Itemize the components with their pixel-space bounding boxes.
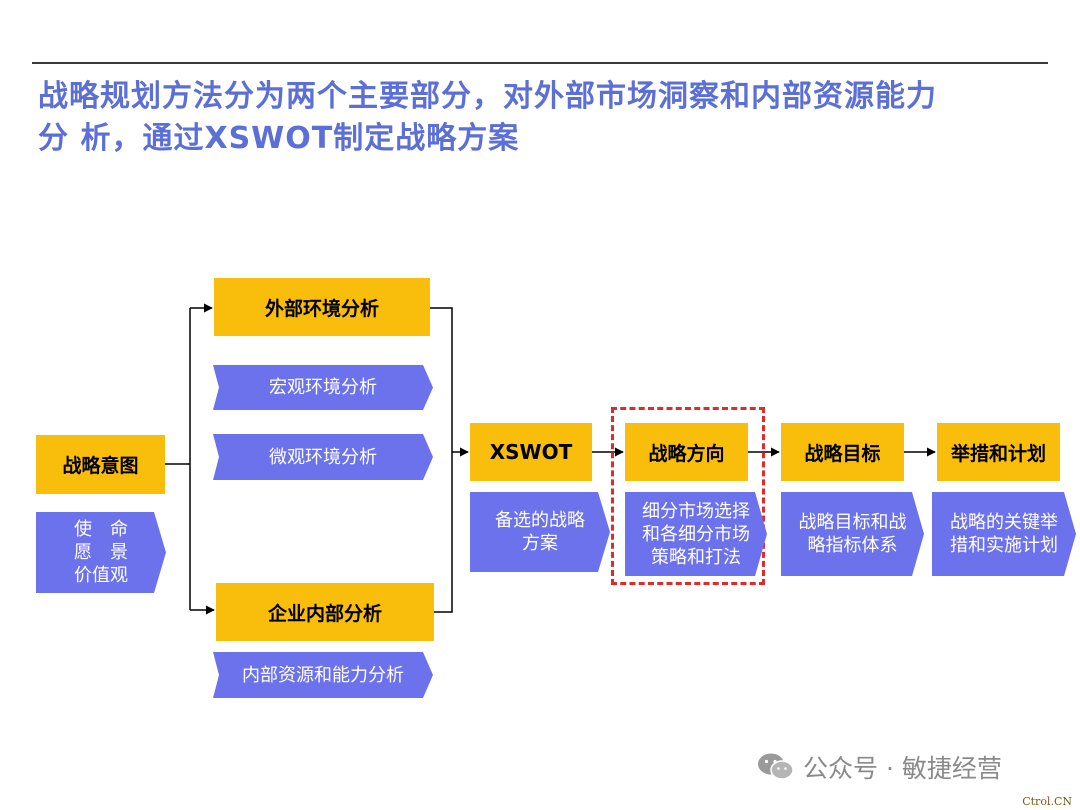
title-line-2: 分 析，通过XSWOT制定战略方案 (38, 121, 520, 156)
vision-label: 愿 景 (74, 542, 128, 563)
wechat-icon (758, 753, 794, 780)
direction-sub-line-1: 细分市场选择 (642, 500, 750, 522)
macro-environment-shape: 宏观环境分析 (213, 365, 433, 410)
micro-environment-shape: 微观环境分析 (213, 434, 433, 480)
watermark: 公众号 · 敏捷经营 (757, 749, 1002, 785)
strategic-intent-box: 战略意图 (36, 435, 165, 494)
corner-watermark: Ctrol.CN (1022, 795, 1072, 808)
title-line-1: 战略规划方法分为两个主要部分，对外部市场洞察和内部资源能力 (38, 79, 937, 114)
mission-label: 使 命 (74, 519, 128, 540)
direction-sub-line-2: 和各细分市场 (642, 523, 750, 545)
internal-resources-shape: 内部资源和能力分析 (213, 652, 433, 698)
xswot-sub-shape: 备选的战略 方案 (470, 492, 610, 572)
xswot-sub-line-1: 备选的战略 (495, 510, 585, 531)
goal-sub-line-1: 战略目标和战 (798, 512, 907, 533)
measures-plan-box: 举措和计划 (937, 423, 1060, 481)
direction-sub-shape: 细分市场选择 和各细分市场 策略和打法 (625, 492, 767, 576)
plan-sub-line-1: 战略的关键举 (950, 512, 1058, 533)
mission-vision-values-shape: 使 命 愿 景 价值观 (36, 512, 166, 593)
plan-sub-shape: 战略的关键举 措和实施计划 (932, 492, 1076, 576)
xswot-sub-line-2: 方案 (522, 533, 558, 554)
values-label: 价值观 (74, 565, 128, 586)
strategic-direction-box: 战略方向 (625, 423, 748, 481)
highlight-dashed-frame (611, 407, 765, 585)
xswot-box: XSWOT (470, 423, 592, 481)
goal-sub-shape: 战略目标和战 略指标体系 (781, 492, 924, 576)
goal-sub-line-2: 略指标体系 (807, 535, 898, 556)
watermark-text: 公众号 · 敏捷经营 (803, 754, 1002, 783)
direction-sub-line-3: 策略和打法 (651, 546, 741, 568)
top-rule (32, 62, 1048, 64)
internal-analysis-box: 企业内部分析 (216, 583, 434, 641)
external-analysis-box: 外部环境分析 (214, 278, 430, 336)
strategic-goal-box: 战略目标 (781, 423, 904, 481)
page-title: 战略规划方法分为两个主要部分，对外部市场洞察和内部资源能力 分 析，通过XSWO… (38, 76, 1028, 160)
plan-sub-line-2: 措和实施计划 (950, 535, 1058, 556)
